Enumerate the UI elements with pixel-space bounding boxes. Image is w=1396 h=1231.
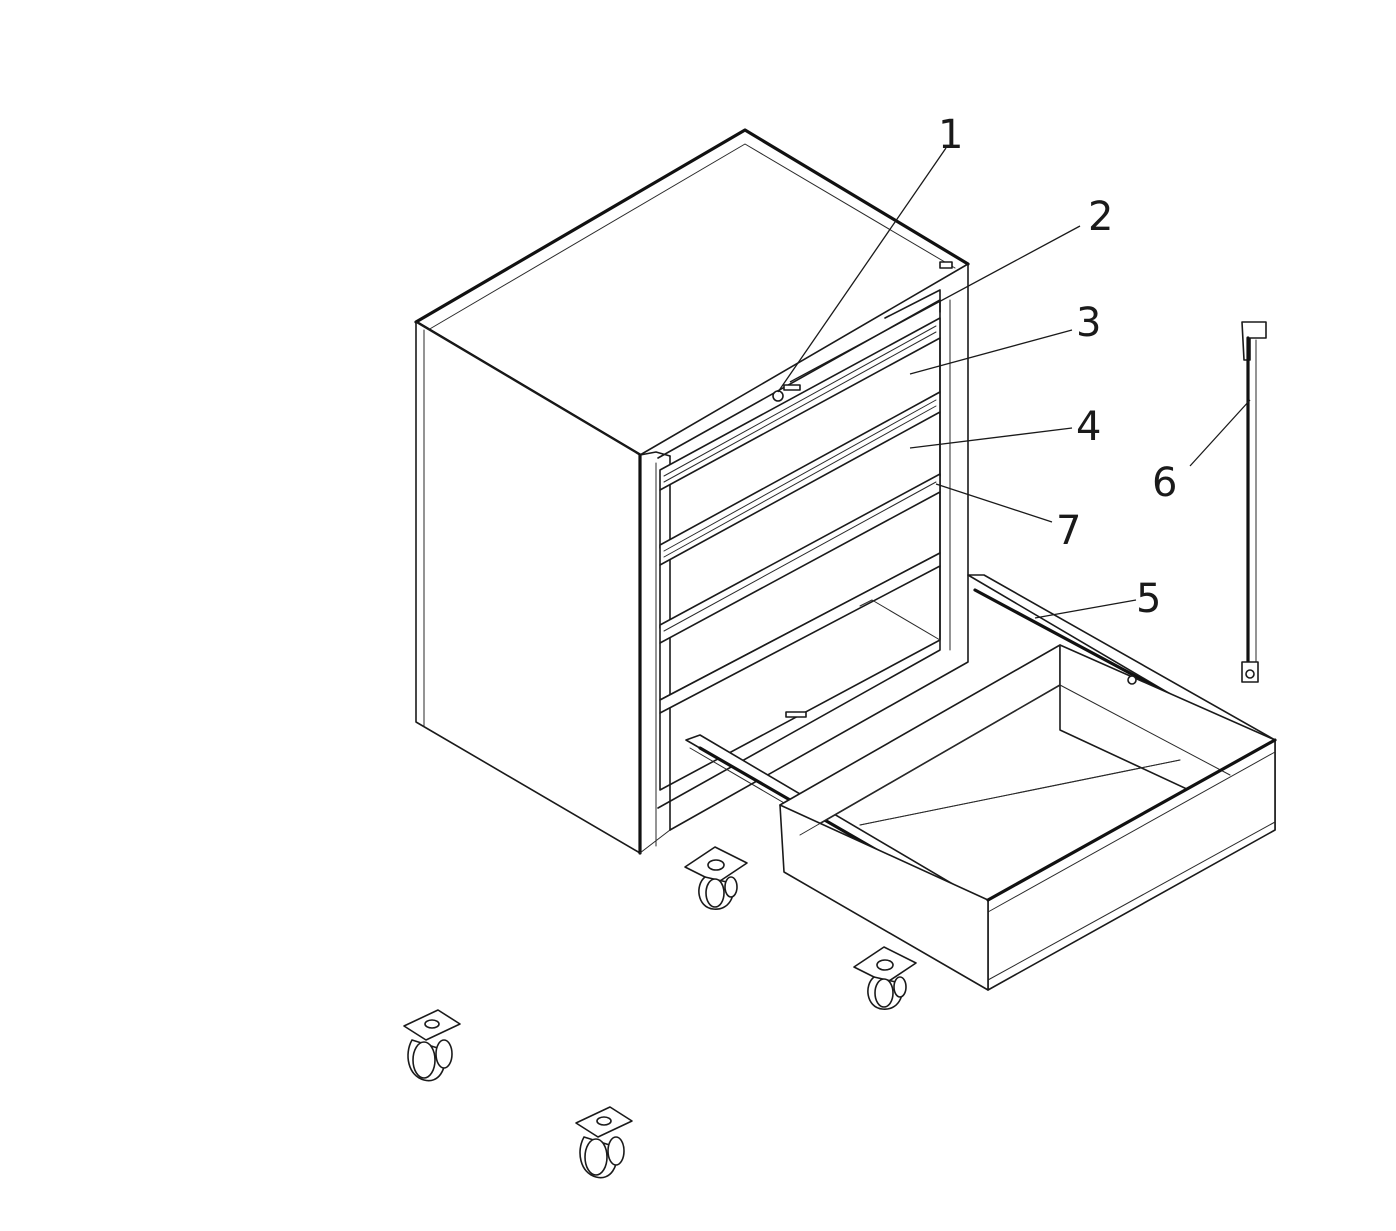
leader-4 xyxy=(909,427,1073,449)
callout-1: 1 xyxy=(938,112,963,158)
callout-3: 3 xyxy=(1076,300,1101,346)
locking-bar xyxy=(1241,321,1267,683)
leader-2 xyxy=(789,225,1081,383)
lock-icon xyxy=(772,384,801,402)
open-drawer xyxy=(685,574,1277,991)
cabinet-badge-icon xyxy=(939,261,953,269)
callout-7: 7 xyxy=(1056,508,1081,554)
leader-lines xyxy=(777,147,1251,619)
leader-1 xyxy=(777,147,947,393)
caster-3 xyxy=(403,1009,461,1082)
callout-6: 6 xyxy=(1152,460,1177,506)
caster-2 xyxy=(853,946,917,1010)
drawer-front xyxy=(987,739,1276,991)
callout-5: 5 xyxy=(1136,576,1161,622)
cabinet-body xyxy=(414,128,970,855)
leader-3 xyxy=(909,329,1073,375)
callout-2: 2 xyxy=(1088,194,1113,240)
leader-5 xyxy=(1034,599,1137,619)
label-plate-icon xyxy=(785,711,807,718)
caster-4 xyxy=(575,1106,633,1179)
caster-1 xyxy=(684,846,748,910)
leader-7 xyxy=(935,483,1053,523)
callout-4: 4 xyxy=(1076,404,1101,450)
leader-6 xyxy=(1189,399,1251,467)
